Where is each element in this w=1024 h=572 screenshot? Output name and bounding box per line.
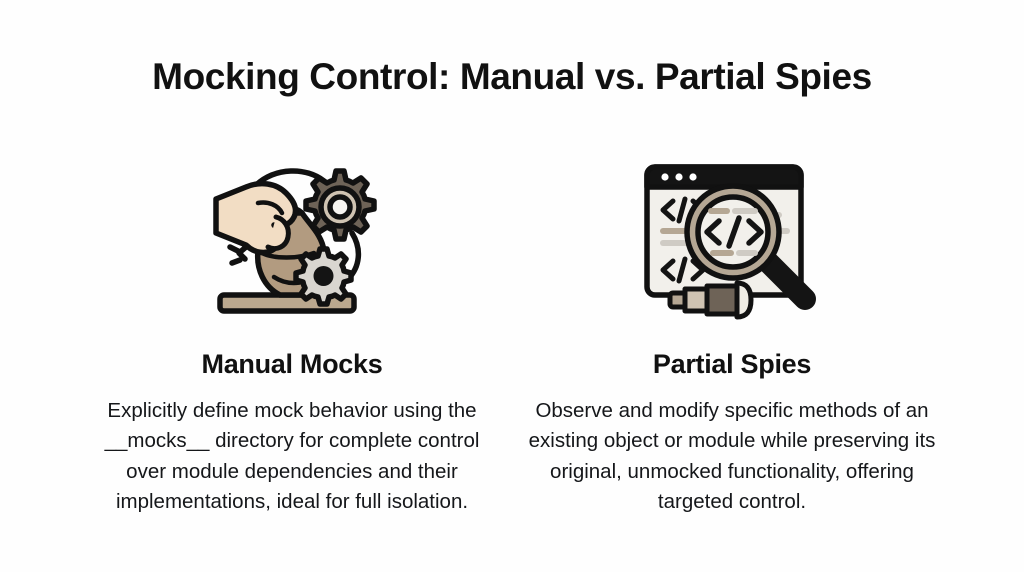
cards-row: Manual Mocks Explicitly define mock beha… — [0, 155, 1024, 518]
card-description-manual-mocks: Explicitly define mock behavior using th… — [104, 398, 480, 513]
code-window-magnifier-telescope-icon — [632, 155, 832, 320]
card-title-manual-mocks: Manual Mocks — [201, 348, 383, 379]
hand-shaping-clay-pot-with-gears-icon — [192, 155, 392, 320]
card-description-partial-spies: Observe and modify specific methods of a… — [528, 398, 936, 513]
card-manual-mocks: Manual Mocks Explicitly define mock beha… — [72, 155, 512, 518]
card-title-partial-spies: Partial Spies — [652, 348, 812, 379]
page-title: Mocking Control: Manual vs. Partial Spie… — [152, 56, 872, 97]
card-partial-spies: Partial Spies Observe and modify specifi… — [512, 155, 952, 518]
